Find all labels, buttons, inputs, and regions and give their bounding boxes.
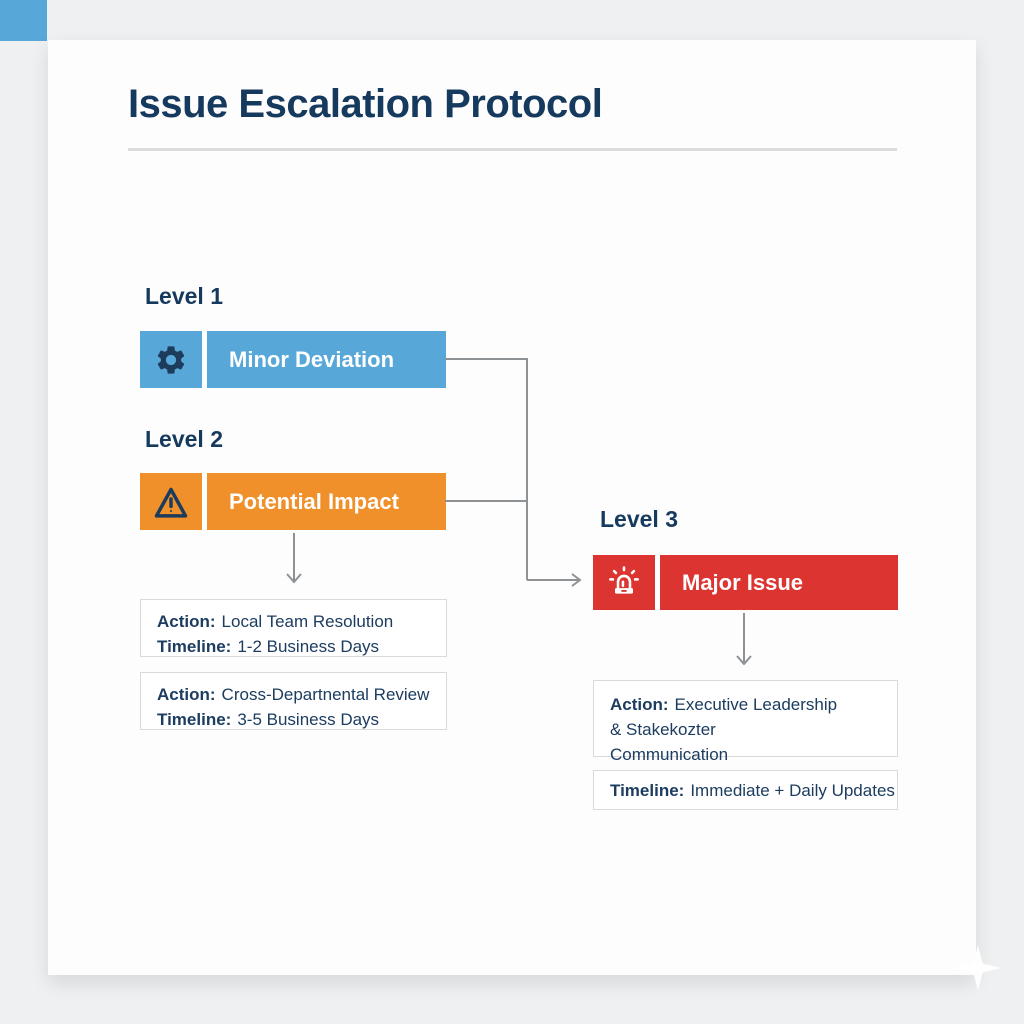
bar-divider bbox=[202, 473, 207, 530]
action-text-line2: & Stakekozter bbox=[610, 720, 716, 739]
level2-action-box: Action: Cross-Departnental Review Timelin… bbox=[140, 672, 447, 730]
warning-triangle-icon bbox=[140, 473, 202, 530]
level-3-bar-label: Major Issue bbox=[682, 569, 804, 595]
timeline-line: Timeline: 3-5 Business Days bbox=[157, 707, 430, 732]
timeline-label: Timeline: bbox=[610, 780, 685, 800]
action-text: Local Team Resolution bbox=[221, 612, 394, 631]
action-line: Action: Local Team Resolution bbox=[157, 609, 430, 634]
level-1-bar-label: Minor Deviation bbox=[229, 346, 395, 372]
timeline-text: 3-5 Business Days bbox=[237, 710, 380, 729]
level3-action-box: Action: Executive Leadership & Stakekozte… bbox=[593, 680, 898, 764]
level3-timeline-box: Timeline:Immediate + Daily Updates bbox=[593, 770, 898, 810]
action-label: Action: bbox=[157, 685, 216, 704]
level-1-heading: Level 1 bbox=[145, 283, 223, 309]
level-2-heading: Level 2 bbox=[145, 426, 223, 452]
action-label: Action: bbox=[610, 695, 669, 714]
action-label: Action: bbox=[157, 612, 216, 631]
level-2-bar: Potential Impact bbox=[140, 473, 446, 530]
arrow-to-level3 bbox=[527, 573, 582, 587]
arrow-level3-to-box bbox=[736, 613, 752, 666]
arrow-level2-to-box bbox=[286, 533, 302, 584]
timeline-line: Timeline:Immediate + Daily Updates bbox=[610, 778, 895, 803]
level1-action-box: Action: Local Team Resolution Timeline: 1-… bbox=[140, 599, 447, 657]
action-text-line3: Communication bbox=[610, 745, 729, 764]
timeline-label: Timeline: bbox=[157, 710, 232, 729]
level-3-heading: Level 3 bbox=[600, 506, 678, 532]
connector-vertical bbox=[526, 358, 528, 580]
siren-icon bbox=[593, 555, 655, 610]
connector-level2-horizontal bbox=[445, 500, 528, 502]
timeline-line: Timeline: 1-2 Business Days bbox=[157, 634, 430, 659]
title-divider bbox=[128, 148, 897, 151]
gear-icon bbox=[140, 331, 202, 388]
action-line: Action: Cross-Departnental Review bbox=[157, 682, 430, 707]
level-2-bar-label: Potential Impact bbox=[229, 488, 399, 514]
action-line: Action: Executive Leadership bbox=[610, 692, 881, 717]
action-text-line1: Executive Leadership bbox=[674, 695, 838, 714]
level-1-bar: Minor Deviation bbox=[140, 331, 446, 388]
bar-divider bbox=[202, 331, 207, 388]
bar-divider bbox=[655, 555, 660, 610]
level-3-bar: Major Issue bbox=[593, 555, 898, 610]
timeline-text: 1-2 Business Days bbox=[237, 637, 380, 656]
page-title: Issue Escalation Protocol bbox=[128, 82, 603, 126]
action-text: Cross-Departnental Review bbox=[221, 685, 430, 704]
timeline-label: Timeline: bbox=[157, 637, 232, 656]
corner-accent-square bbox=[0, 0, 47, 41]
connector-level1-horizontal bbox=[445, 358, 528, 360]
timeline-text: Immediate + Daily Updates bbox=[690, 780, 895, 800]
